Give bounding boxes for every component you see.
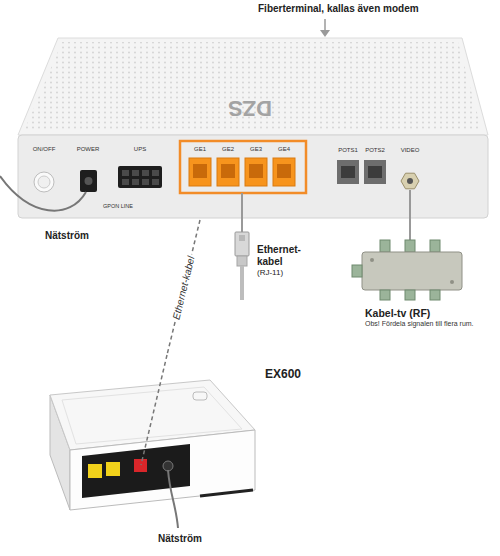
- rj-clip: [239, 235, 245, 241]
- cable-label: Ethernet-kabel: [169, 253, 197, 323]
- video-pin: [407, 178, 413, 184]
- pots-slot: [341, 166, 355, 178]
- ups-pin: [122, 179, 129, 185]
- node-text: (RJ-11): [257, 268, 315, 278]
- router-front: [70, 430, 255, 510]
- power-jack-hole: [85, 177, 93, 185]
- fiber-terminal: DZS: [15, 35, 490, 220]
- ge-port: [245, 158, 267, 186]
- ge-slot: [249, 164, 263, 178]
- rj-boot: [237, 256, 247, 266]
- router-port: [106, 462, 120, 476]
- modem-front: [18, 135, 488, 218]
- modem-vents: [24, 42, 482, 131]
- splitter-port: [430, 290, 440, 300]
- power-label: Nätström: [45, 230, 89, 242]
- ex600-router: EX600: [30, 355, 305, 535]
- leader-line: [409, 235, 411, 240]
- ups-pin: [132, 170, 139, 176]
- node-text: Obs! Fördela signalen till flera rum.: [365, 320, 495, 328]
- router-power-jack: [163, 461, 173, 471]
- rj-plug: [235, 232, 249, 256]
- power-label: Nätström: [158, 533, 202, 545]
- port-label: GE4: [278, 146, 290, 153]
- ups-connector: [118, 166, 162, 188]
- port-label: POTS2: [365, 147, 385, 154]
- splitter-port: [380, 290, 390, 300]
- text-block: Ethernet- kabel(RJ-11): [257, 244, 315, 278]
- rj-cable: [240, 266, 244, 300]
- splitter-body: [362, 252, 462, 290]
- port-label: ON/OFF: [33, 146, 56, 153]
- cable-connector: [241, 220, 243, 232]
- port-label: GE1: [194, 146, 206, 153]
- ethernet-plug: Ethernet- kabel(RJ-11): [225, 232, 335, 302]
- device-callout: Fiberterminal, kallas även modem: [258, 3, 419, 15]
- pots-port: [337, 160, 359, 184]
- ge-port: [189, 158, 211, 186]
- splitter-port: [405, 240, 415, 252]
- leader-line: [241, 193, 243, 220]
- ge-port: [217, 158, 239, 186]
- ethernet-cable: [141, 355, 167, 465]
- node-text: EX600: [265, 367, 301, 381]
- ups-pin: [142, 170, 149, 176]
- cable-connector: [167, 220, 200, 355]
- splitter-screw: [370, 258, 374, 262]
- splitter-port: [352, 265, 362, 277]
- leader-line: [409, 190, 411, 220]
- ge-slot: [221, 164, 235, 178]
- ups-pin: [152, 179, 159, 185]
- ups-pin: [152, 170, 159, 176]
- router-strip: [200, 490, 253, 496]
- power-jack: [80, 170, 97, 192]
- port-label: GPON LINE: [103, 203, 133, 210]
- splitter-port: [405, 290, 415, 300]
- port-label: GE2: [222, 146, 234, 153]
- cable-tv-splitter: Kabel-tv (RF)Obs! Fördela signalen till …: [355, 235, 499, 345]
- power-button-center: [38, 176, 50, 188]
- text-block: EX600: [265, 367, 301, 381]
- ups-pin: [132, 179, 139, 185]
- power-cable: [0, 176, 86, 211]
- port-label: VIDEO: [401, 147, 420, 154]
- text-block: Kabel-tv (RF)Obs! Fördela signalen till …: [365, 307, 495, 328]
- port-label: POWER: [77, 146, 100, 153]
- node-text: Kabel-tv (RF): [365, 307, 495, 320]
- power-button: [34, 172, 54, 192]
- text-block: DZS: [228, 95, 272, 121]
- router-port: [88, 464, 102, 478]
- ge-slot: [193, 164, 207, 178]
- modem-top: [18, 38, 488, 135]
- router-logo: [193, 392, 207, 400]
- router-wan-port: [134, 459, 147, 472]
- ups-pin: [142, 179, 149, 185]
- splitter-port: [380, 240, 390, 252]
- pots-port: [364, 160, 386, 184]
- ups-pin: [122, 170, 129, 176]
- power-cable: [168, 470, 178, 528]
- cable-connector: [409, 220, 411, 235]
- router-panel: [82, 444, 190, 498]
- node-text: Ethernet- kabel: [257, 244, 315, 268]
- pots-slot: [368, 166, 382, 178]
- node-text: DZS: [228, 95, 272, 121]
- pointer-line: [324, 19, 326, 30]
- ge-slot: [277, 164, 291, 178]
- video-connector: [401, 173, 419, 189]
- port-label: POTS1: [338, 147, 358, 154]
- ge-bracket: [180, 141, 306, 193]
- splitter-port: [430, 240, 440, 252]
- pointer-head: [320, 30, 330, 37]
- ge-port: [273, 158, 295, 186]
- splitter-screw: [450, 280, 454, 284]
- port-label: UPS: [134, 146, 146, 153]
- port-label: GE3: [250, 146, 262, 153]
